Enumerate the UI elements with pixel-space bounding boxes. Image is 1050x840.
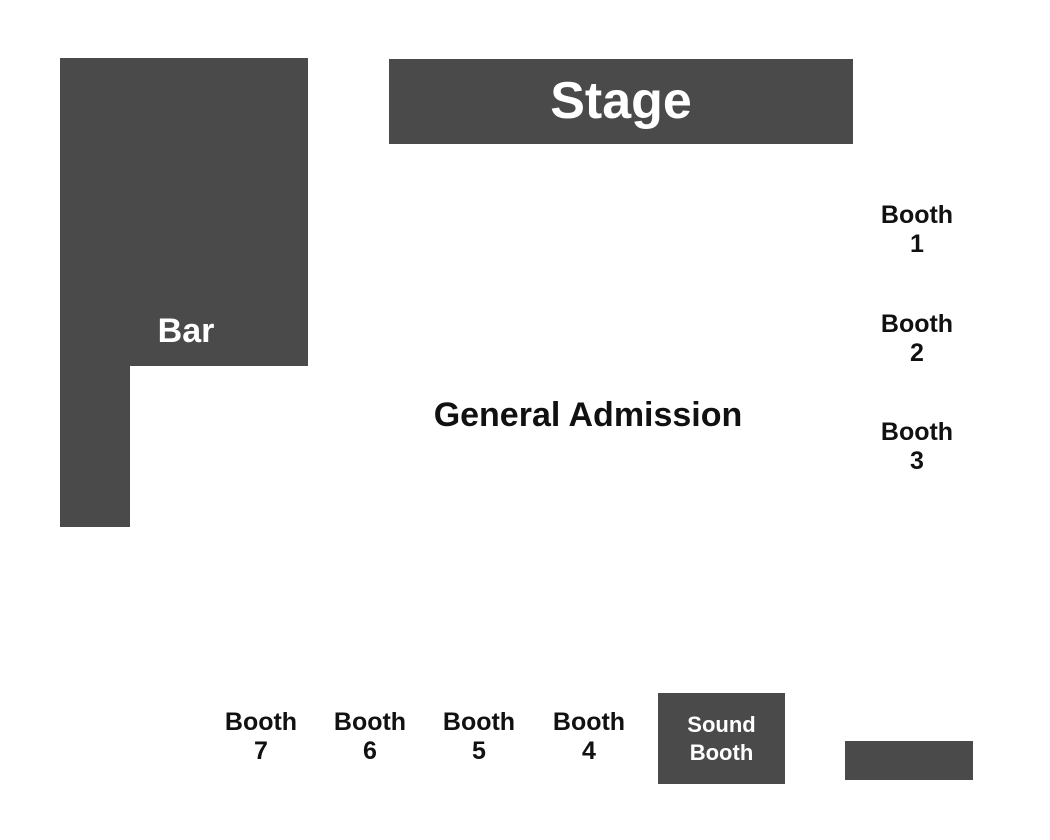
booth-6-number: 6 [363,736,377,765]
booth-7[interactable]: Booth 7 [206,708,316,765]
sound-booth-label-line1: Sound [687,712,756,737]
booth-4-label: Booth [552,708,626,736]
sound-booth-area[interactable] [658,693,785,784]
stage-area[interactable] [389,59,853,144]
booth-1[interactable]: Booth 1 [862,201,972,258]
booth-1-label: Booth [880,201,954,229]
general-admission-label[interactable]: General Admission [433,396,743,434]
booth-7-label: Booth [224,708,298,736]
booth-2-label: Booth [880,310,954,338]
booth-5-label: Booth [442,708,516,736]
booth-4-number: 4 [582,736,596,765]
booth-2[interactable]: Booth 2 [862,310,972,367]
booth-3-label: Booth [880,418,954,446]
booth-6[interactable]: Booth 6 [315,708,425,765]
sound-booth-label: Sound Booth [658,693,785,784]
booth-5[interactable]: Booth 5 [424,708,534,765]
booth-1-number: 1 [910,229,924,258]
bar-area[interactable] [60,58,308,527]
booth-2-number: 2 [910,338,924,367]
booth-7-number: 7 [254,736,268,765]
bar-label: Bar [157,312,215,350]
sound-booth-label-line2: Booth [689,739,754,765]
unlabeled-block [845,741,973,780]
booth-4[interactable]: Booth 4 [534,708,644,765]
booth-3[interactable]: Booth 3 [862,418,972,475]
booth-6-label: Booth [333,708,407,736]
booth-3-number: 3 [910,446,924,475]
booth-5-number: 5 [472,736,486,765]
stage-label: Stage [550,72,692,130]
